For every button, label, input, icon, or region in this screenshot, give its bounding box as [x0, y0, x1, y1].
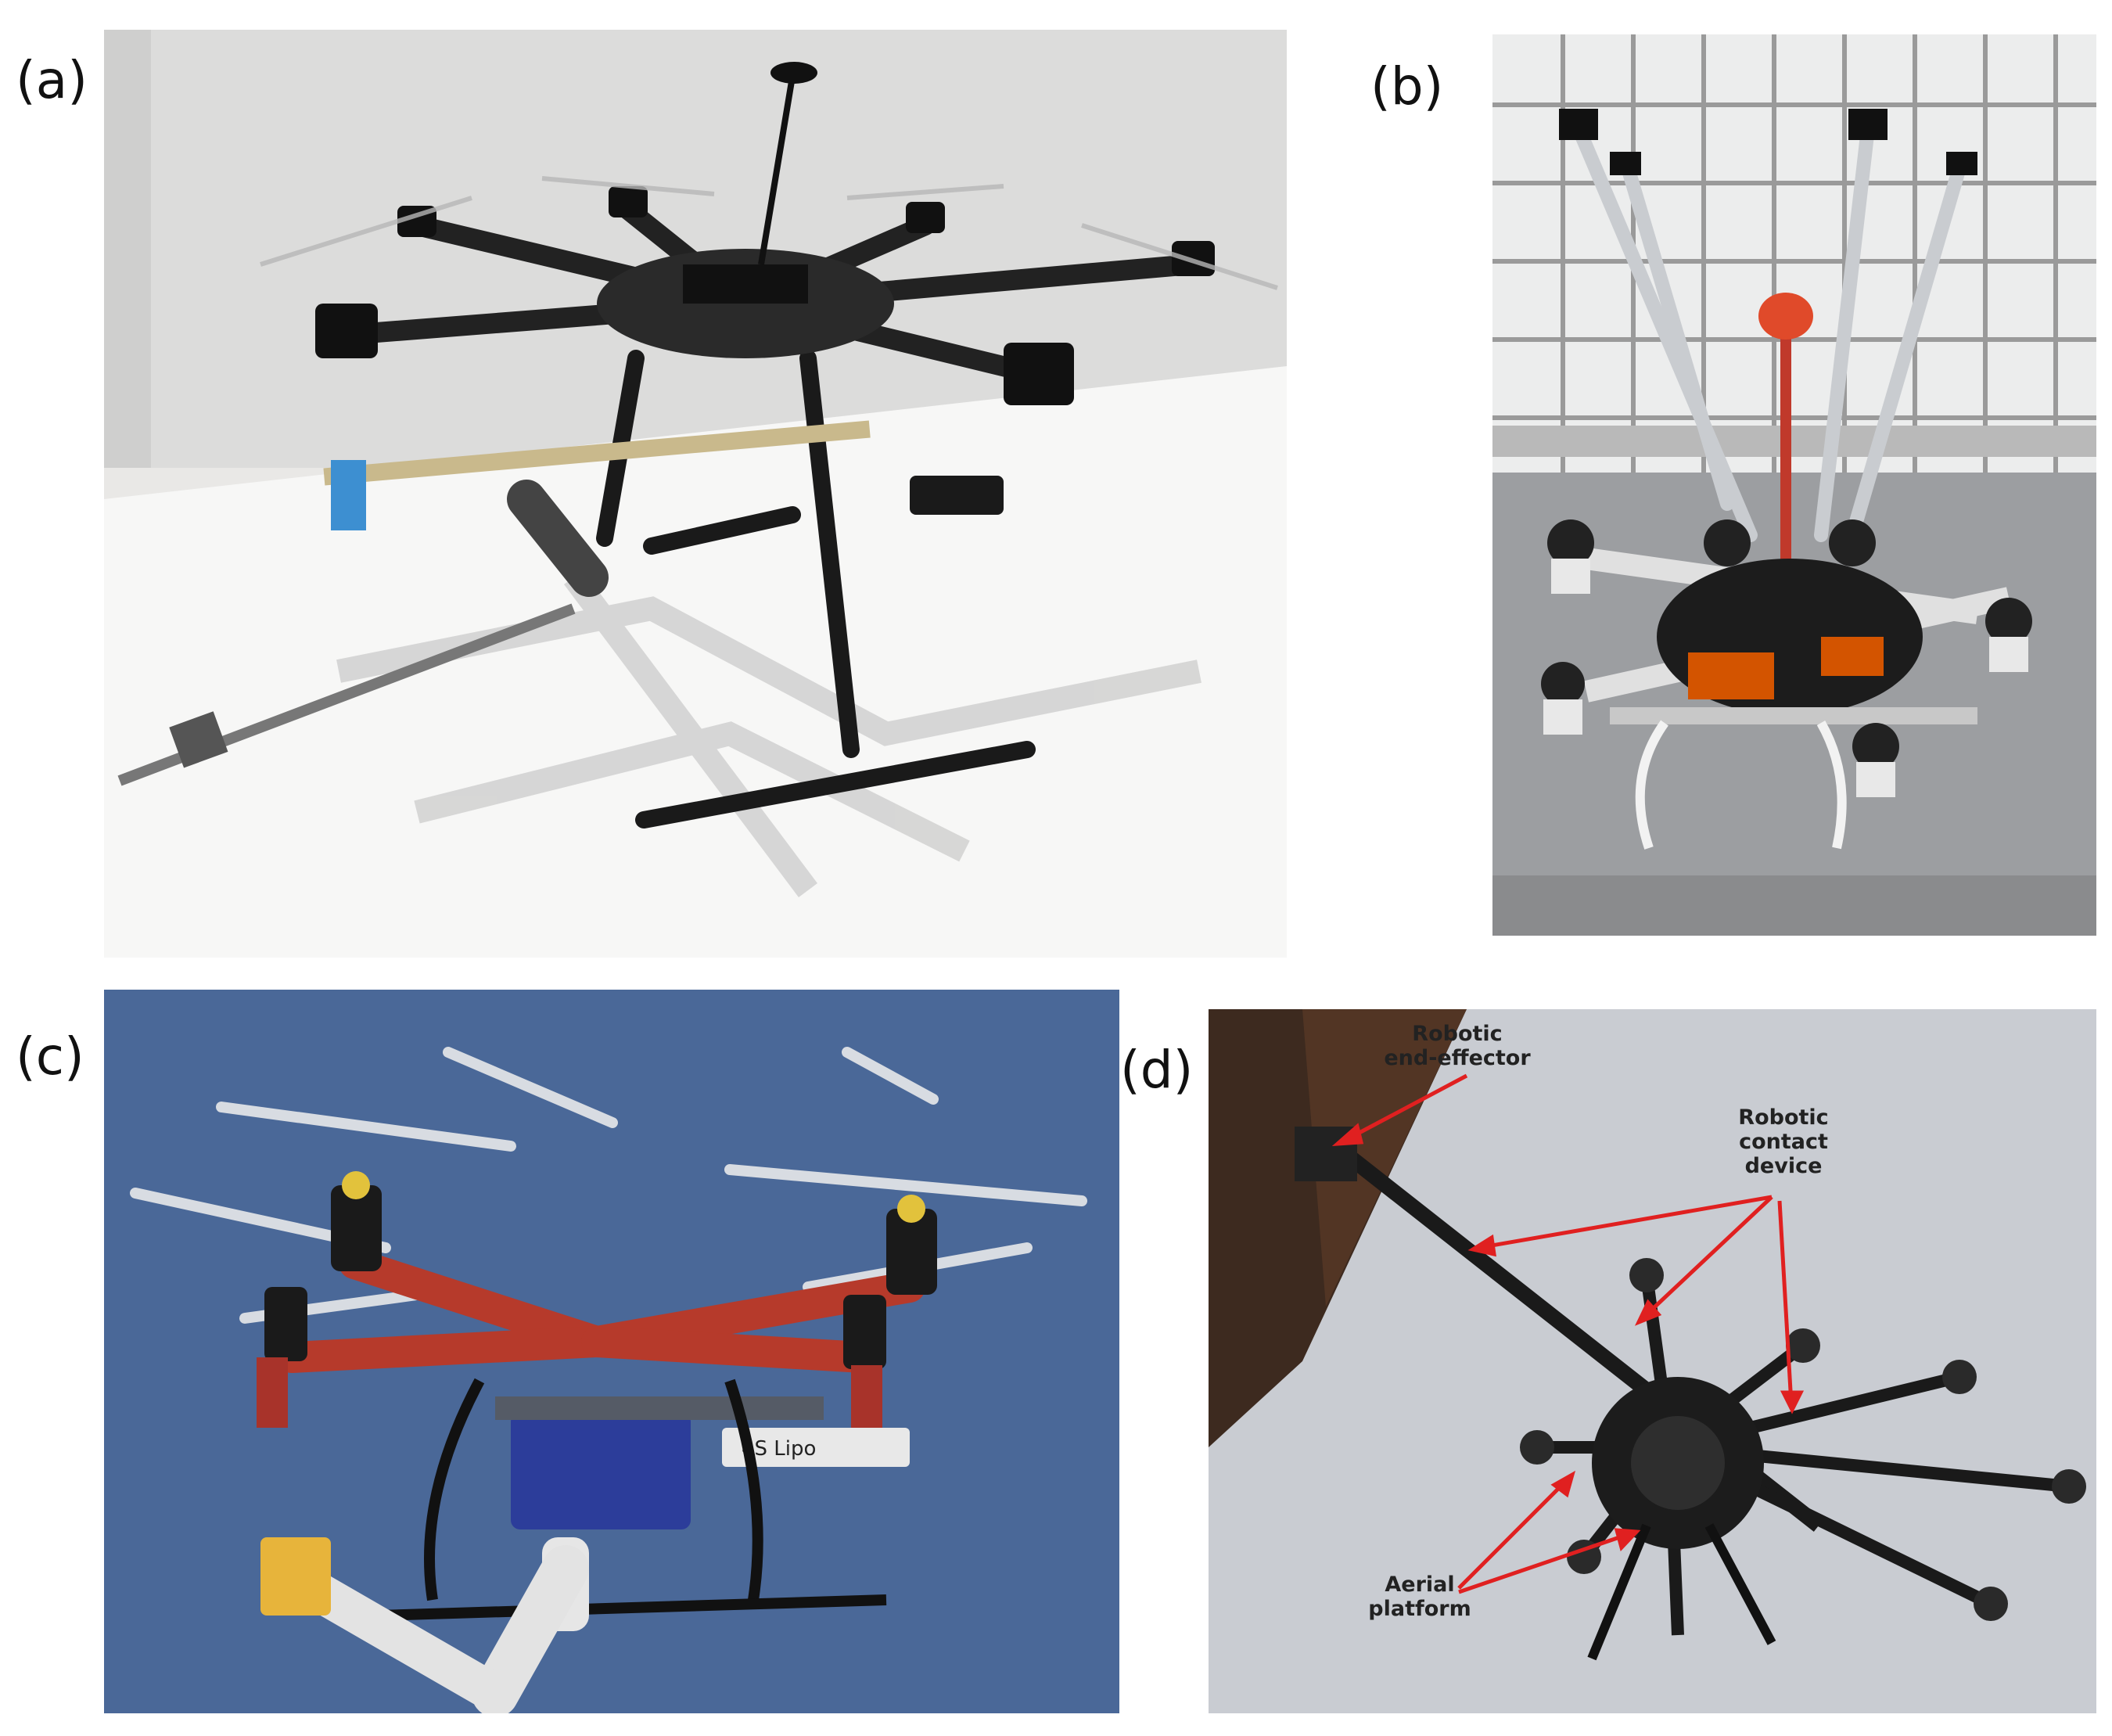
photo-hexacopter-arm: [104, 30, 1287, 958]
hexacopter-illustration: [104, 30, 1287, 958]
photo-octocopter-contact: Robotic end-effector Robotic contact dev…: [1209, 1009, 2096, 1713]
annotation-contact-device: Robotic contact device: [1738, 1105, 1829, 1179]
render-quadcopter-arm: 4S Lipo: [104, 990, 1119, 1713]
photo-hexacopter-rods: [1492, 34, 2096, 936]
panel-label-b: (b): [1370, 56, 1444, 117]
quadcopter-render: 4S Lipo: [104, 990, 1119, 1713]
panel-label-d: (d): [1120, 1040, 1194, 1100]
hexacopter-rods-illustration: [1492, 34, 2096, 936]
annotation-end-effector: Robotic end-effector: [1384, 1022, 1531, 1071]
annotation-aerial-platform: Aerial platform: [1368, 1572, 1471, 1622]
annotation-arrows: [1331, 1073, 1805, 1594]
panel-label-a: (a): [16, 50, 88, 110]
octocopter-illustration: [1209, 1009, 2096, 1713]
panel-label-c: (c): [16, 1026, 84, 1087]
